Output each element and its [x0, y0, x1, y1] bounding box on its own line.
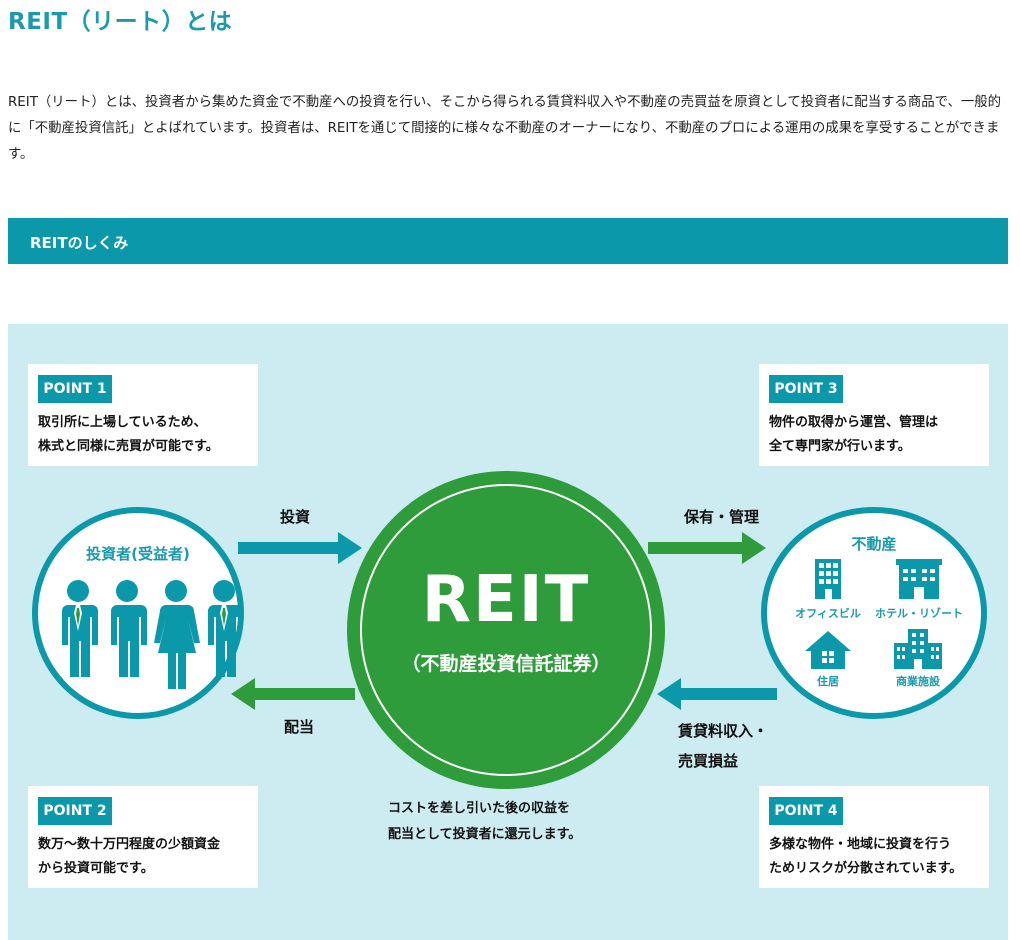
house-icon — [805, 631, 851, 669]
flow-arrows — [231, 532, 777, 710]
section-title: REITのしくみ — [30, 234, 129, 252]
point-3-box: POINT 3 物件の取得から運営、管理は 全て専門家が行います。 — [759, 364, 989, 466]
point-2-text: 数万～数十万円程度の少額資金 から投資可能です。 — [38, 837, 221, 876]
reit-inner-ring — [360, 484, 652, 776]
real-estate-circle: 不動産 オフィスビル ホテル・リゾート — [761, 507, 987, 719]
commercial-label: 商業施設 — [896, 675, 940, 688]
point-1-box: POINT 1 取引所に上場しているため、 株式と同様に売買が可能です。 — [28, 364, 258, 466]
point-4-badge: POINT 4 — [769, 797, 843, 825]
hold-manage-label: 保有・管理 — [684, 508, 760, 526]
commercial-facility-icon — [894, 629, 942, 669]
office-label: オフィスビル — [795, 607, 861, 620]
reit-circle: REIT （不動産投資信託証券） — [347, 471, 665, 789]
point-4-box: POINT 4 多様な物件・地域に投資を行う ためリスクが分散されています。 — [759, 786, 989, 888]
point-2-box: POINT 2 数万～数十万円程度の少額資金 から投資可能です。 — [28, 786, 258, 888]
income-arrow — [657, 678, 777, 710]
reit-name: REIT — [421, 563, 591, 637]
investor-circle: 投資者(受益者) — [32, 507, 244, 719]
reit-diagram: POINT 1 取引所に上場しているため、 株式と同様に売買が可能です。 POI… — [8, 324, 1008, 940]
office-building-icon — [815, 559, 841, 599]
point-2-badge: POINT 2 — [38, 797, 112, 825]
invest-label: 投資 — [280, 508, 311, 526]
intro-paragraph: REIT（リート）とは、投資者から集めた資金で不動産への投資を行い、そこから得ら… — [8, 95, 1002, 162]
page-title: REIT（リート）とは — [8, 9, 233, 35]
hold-manage-arrow — [648, 532, 766, 564]
dividend-label: 配当 — [284, 718, 315, 736]
invest-arrow — [238, 532, 362, 564]
investors-people-icon — [62, 580, 238, 689]
hotel-label: ホテル・リゾート — [875, 607, 963, 620]
reit-note: コストを差し引いた後の収益を 配当として投資者に還元します。 — [388, 801, 582, 842]
income-label: 賃貸料収入・ 売買損益 — [678, 722, 769, 770]
point-4-text: 多様な物件・地域に投資を行う ためリスクが分散されています。 — [769, 837, 963, 876]
section-header-bar: REITのしくみ — [8, 218, 1008, 264]
dividend-arrow — [231, 678, 355, 710]
investor-title: 投資者(受益者) — [86, 545, 190, 563]
point-1-badge: POINT 1 — [38, 375, 112, 403]
real-estate-title: 不動産 — [851, 535, 897, 553]
reit-subtitle: （不動産投資信託証券） — [401, 653, 611, 675]
hotel-icon — [896, 559, 942, 599]
point-3-text: 物件の取得から運営、管理は 全て専門家が行います。 — [769, 415, 939, 454]
point-3-badge: POINT 3 — [769, 375, 843, 403]
point-1-text: 取引所に上場しているため、 株式と同様に売買が可能です。 — [38, 415, 219, 454]
house-label: 住居 — [817, 675, 839, 688]
